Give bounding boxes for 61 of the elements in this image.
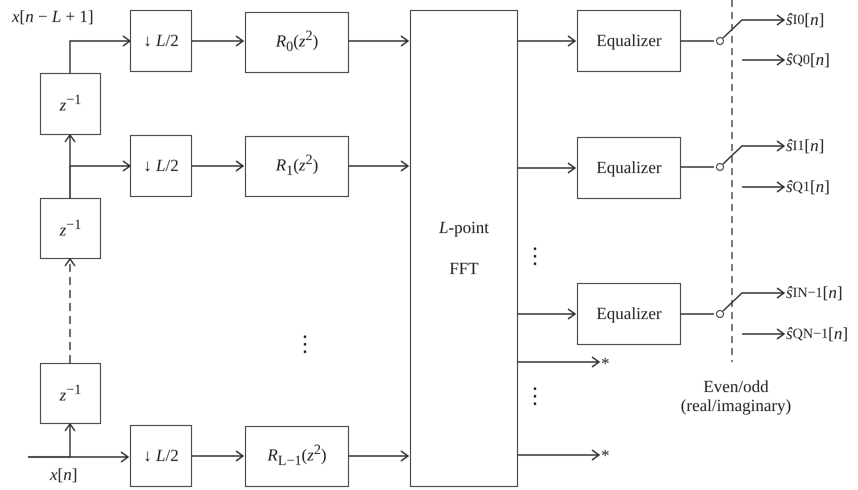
arrow bbox=[518, 449, 600, 461]
process-box bbox=[40, 363, 101, 424]
arrow bbox=[518, 162, 576, 174]
process-box bbox=[577, 283, 681, 345]
process-box bbox=[40, 198, 101, 259]
block-label: Equalizer bbox=[596, 31, 662, 51]
arrow bbox=[518, 35, 576, 47]
block-label: R$_{L−1}$(z$^{2}$) bbox=[267, 442, 327, 471]
process-box bbox=[40, 73, 101, 135]
arrow bbox=[742, 181, 785, 193]
process-box bbox=[130, 425, 192, 487]
arrow bbox=[722, 14, 785, 38]
arrow bbox=[722, 287, 785, 312]
block-label: Equalizer bbox=[596, 158, 662, 178]
switch-contact bbox=[716, 37, 724, 45]
fft-block bbox=[410, 10, 518, 487]
arrow bbox=[69, 35, 131, 73]
output-signal-label: * bbox=[601, 446, 615, 466]
arrow bbox=[742, 328, 785, 340]
process-box bbox=[245, 12, 349, 73]
process-box bbox=[577, 137, 681, 199]
process-box bbox=[577, 10, 681, 72]
block-label: ↓ L/2 bbox=[143, 156, 179, 176]
switch-contact bbox=[716, 310, 724, 318]
arrow bbox=[192, 160, 244, 172]
arrow bbox=[349, 35, 409, 47]
arrow bbox=[518, 308, 576, 320]
arrow bbox=[192, 35, 244, 47]
arrow bbox=[742, 54, 785, 66]
connector-line bbox=[681, 313, 714, 315]
output-signal-label: * bbox=[601, 354, 615, 374]
arrow bbox=[28, 423, 76, 458]
process-box bbox=[245, 136, 349, 197]
process-box bbox=[245, 426, 349, 487]
block-label: R$_{1}$(z$^{2}$) bbox=[276, 152, 318, 181]
arrow bbox=[192, 450, 244, 462]
ellipsis: ⋮ bbox=[294, 332, 316, 356]
arrow bbox=[518, 356, 600, 368]
switch-contact bbox=[716, 163, 724, 171]
block-label: L-point FFT bbox=[438, 216, 490, 280]
block-label: ↓ L/2 bbox=[143, 31, 179, 51]
arrow bbox=[64, 258, 76, 363]
process-box bbox=[130, 135, 192, 197]
math-label: x[n] bbox=[50, 466, 78, 485]
connector-line bbox=[681, 166, 714, 168]
arrow bbox=[349, 450, 409, 462]
arrow bbox=[69, 160, 131, 198]
block-label: R$_{0}$(z$^{2}$) bbox=[276, 28, 318, 57]
arrow bbox=[349, 160, 409, 172]
math-label: x[n − L + 1] bbox=[12, 8, 94, 27]
block-label: z$^{−1}$ bbox=[60, 382, 82, 406]
block-label: z$^{−1}$ bbox=[60, 216, 82, 240]
ellipsis: ⋮ bbox=[524, 244, 546, 268]
connector-line bbox=[681, 40, 714, 42]
arrow bbox=[722, 140, 785, 164]
block-label: ↓ L/2 bbox=[143, 446, 179, 466]
caption-text: Even/odd (real/imaginary) bbox=[680, 378, 792, 416]
block-label: Equalizer bbox=[596, 304, 662, 324]
block-label: z$^{−1}$ bbox=[60, 92, 82, 116]
process-box bbox=[130, 10, 192, 72]
ellipsis: ⋮ bbox=[524, 384, 546, 408]
